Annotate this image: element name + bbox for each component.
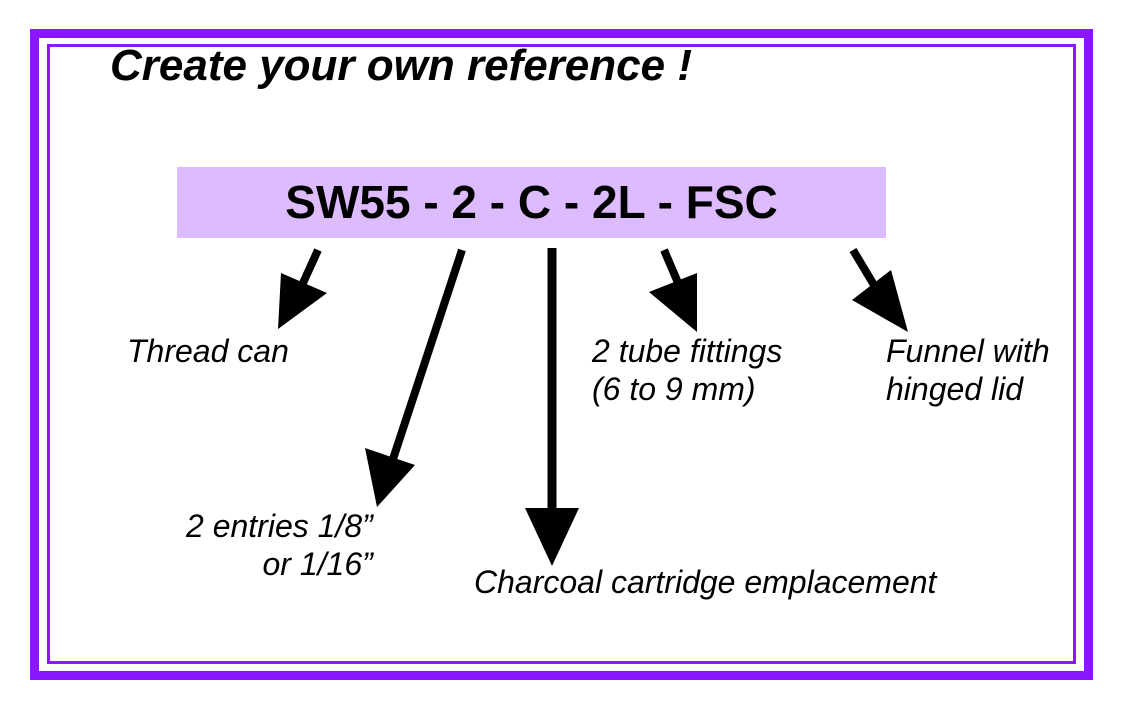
label-tube-fittings: 2 tube fittings (6 to 9 mm) (592, 332, 782, 408)
label-tube-line1: 2 tube fittings (592, 333, 783, 369)
label-charcoal: Charcoal cartridge emplacement (474, 564, 937, 600)
label-funnel-line2: hinged lid (886, 371, 1023, 407)
reference-code: SW55 - 2 - C - 2L - FSC (285, 176, 778, 228)
arrow-thread-can (278, 248, 327, 329)
outer-border (30, 29, 1093, 680)
diagram-title: Create your own reference ! (110, 41, 692, 90)
inner-border (47, 44, 1076, 664)
arrow-charcoal (525, 248, 579, 566)
reference-code-box (177, 167, 886, 238)
label-entries: 2 entries 1/8” or 1/16” (186, 507, 373, 583)
label-funnel-line1: Funnel with (886, 333, 1050, 369)
arrow-entries (365, 248, 466, 507)
arrow-funnel (849, 247, 908, 332)
label-tube-line2: (6 to 9 mm) (592, 371, 756, 407)
label-funnel: Funnel with hinged lid (886, 332, 1050, 408)
label-entries-line1: 2 entries 1/8” (186, 508, 373, 544)
label-thread-can: Thread can (127, 333, 289, 369)
arrow-tube-fittings (649, 248, 697, 332)
label-entries-line2: or 1/16” (262, 546, 373, 582)
